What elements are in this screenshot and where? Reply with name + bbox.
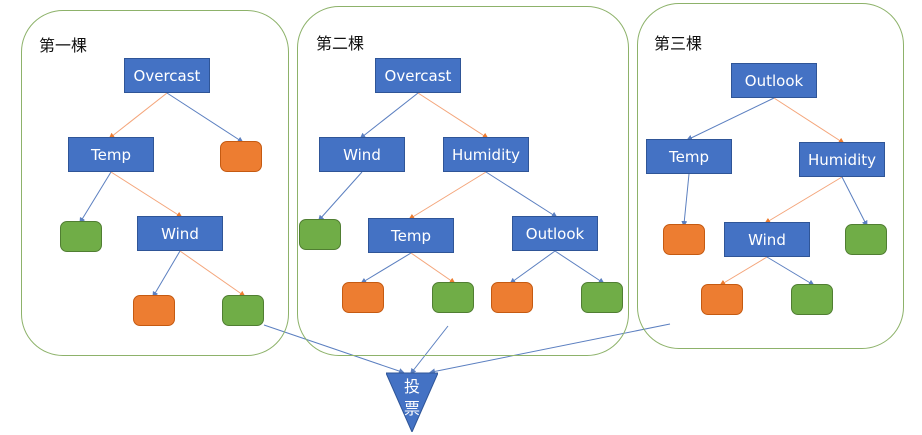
tree2-root-node: Overcast [375, 58, 461, 93]
edge-orange [108, 92, 168, 139]
tree-panel-3 [637, 3, 904, 349]
edge-orange [764, 176, 843, 224]
edge-orange [179, 250, 246, 297]
tree1-wind-node: Wind [137, 216, 223, 251]
edge-blue [166, 92, 244, 143]
tree1-temp-node: Temp [68, 137, 154, 172]
edge-blue [681, 173, 690, 227]
tree3-temp-node: Temp [646, 139, 732, 174]
vote-label-line2: 票 [403, 399, 420, 418]
edge-blue [318, 171, 363, 222]
edge-orange [110, 171, 183, 218]
tree1-leaf-no-2 [133, 295, 175, 326]
edge-blue [79, 171, 112, 224]
tree-panel-1 [21, 10, 289, 356]
tree1-leaf-no-1 [220, 141, 262, 172]
tree2-leaf-no-2 [491, 282, 533, 313]
tree1-leaf-yes-2 [222, 295, 264, 326]
edge-blue [841, 176, 868, 227]
tree-title-1: 第一棵 [39, 36, 88, 55]
tree-title-3: 第三棵 [654, 34, 703, 53]
tree3-leaf-yes-1 [845, 224, 887, 255]
edge-blue [152, 250, 181, 298]
edge-blue [360, 252, 412, 284]
tree-title-2: 第二棵 [316, 34, 365, 53]
tree1-leaf-yes-1 [60, 221, 102, 252]
tree2-wind-node: Wind [319, 137, 405, 172]
tree-panel-2 [297, 6, 629, 356]
tree2-leaf-yes-2 [432, 282, 474, 313]
tree3-leaf-no-1 [663, 224, 705, 255]
edge-orange [417, 92, 489, 139]
tree2-outlook-node: Outlook [512, 216, 598, 251]
tree3-leaf-yes-2 [791, 284, 833, 315]
vote-label-line1: 投 [403, 377, 420, 396]
tree1-root-node: Overcast [124, 58, 210, 93]
edge-blue [686, 97, 775, 141]
tree2-leaf-yes-3 [581, 282, 623, 313]
edge-blue [509, 250, 556, 284]
edge-orange [719, 256, 768, 286]
tree2-humidity-node: Humidity [443, 137, 529, 172]
edge-orange [410, 252, 456, 284]
edge-blue [554, 250, 605, 284]
tree2-leaf-no-1 [342, 282, 384, 313]
edge-orange [773, 97, 845, 144]
edge-blue [766, 256, 815, 286]
edge-blue [429, 323, 671, 375]
edge-blue [359, 92, 419, 139]
tree3-humidity-node: Humidity [799, 142, 885, 177]
vote-label: 投 票 [398, 376, 426, 420]
tree2-temp-node: Temp [368, 218, 454, 253]
vote-triangle [386, 372, 438, 432]
tree3-leaf-no-2 [701, 284, 743, 315]
tree3-wind-node: Wind [724, 222, 810, 257]
edge-blue [410, 325, 449, 375]
tree3-root-node: Outlook [731, 63, 817, 98]
edge-blue [485, 171, 558, 218]
edge-orange [408, 171, 487, 220]
tree2-leaf-yes-1 [299, 219, 341, 250]
